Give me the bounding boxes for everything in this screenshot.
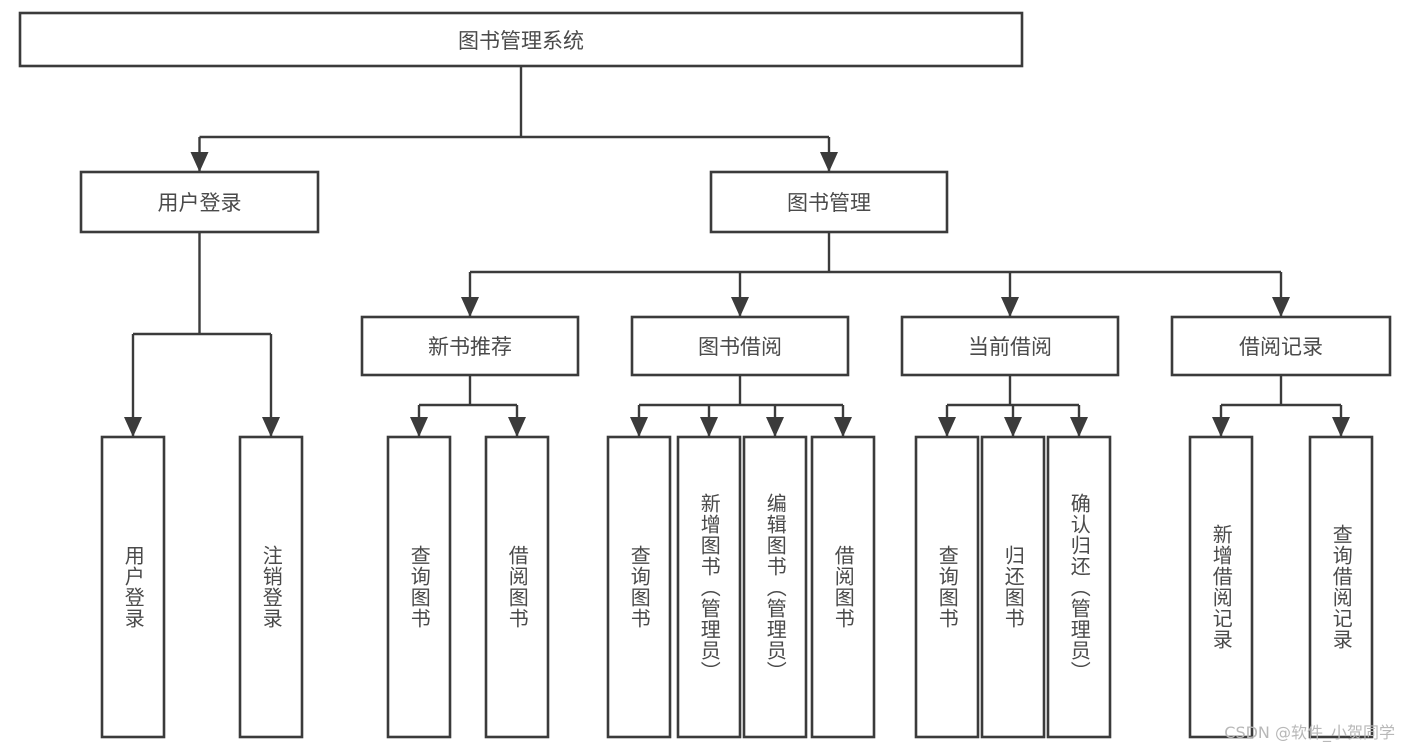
leaf-node-box-9[interactable] <box>980 435 1046 739</box>
level2-node-box-1[interactable] <box>630 315 850 377</box>
user-login-children-arrow-1 <box>262 417 280 437</box>
leaf-node-box-6[interactable] <box>742 435 808 739</box>
book-mgmt-to-level2-arrow-1 <box>731 297 749 317</box>
leaf-node-box-7[interactable] <box>810 435 876 739</box>
leaf-node-box-0[interactable] <box>100 435 166 739</box>
root-to-level1-arrow-0 <box>190 152 209 172</box>
box-layer <box>18 11 1392 739</box>
leaf-node-box-12[interactable] <box>1308 435 1374 739</box>
user-login-children-arrow-0 <box>124 417 142 437</box>
leaf-node-box-8[interactable] <box>914 435 980 739</box>
group-0-children-arrow-0 <box>410 417 428 437</box>
leaf-node-box-11[interactable] <box>1188 435 1254 739</box>
group-2-children-arrow-2 <box>1070 417 1088 437</box>
book-mgmt-to-level2-arrow-0 <box>461 297 479 317</box>
root-to-level1-arrow-1 <box>820 152 838 172</box>
group-3-children-arrow-0 <box>1212 417 1230 437</box>
group-2-children-arrow-1 <box>1004 417 1022 437</box>
leaf-node-box-1[interactable] <box>238 435 304 739</box>
book-mgmt-to-level2-arrow-2 <box>1001 297 1019 317</box>
group-1-children-arrow-2 <box>766 417 784 437</box>
group-0-children-arrow-1 <box>508 417 526 437</box>
leaf-node-box-2[interactable] <box>386 435 452 739</box>
group-1-children-arrow-0 <box>630 417 648 437</box>
connector-layer <box>124 66 1350 437</box>
leaf-node-box-10[interactable] <box>1046 435 1112 739</box>
level2-node-box-2[interactable] <box>900 315 1120 377</box>
leaf-node-box-3[interactable] <box>484 435 550 739</box>
group-3-children-arrow-1 <box>1332 417 1350 437</box>
level2-node-box-0[interactable] <box>360 315 580 377</box>
book-mgmt-to-level2-arrow-3 <box>1272 297 1290 317</box>
leaf-node-box-4[interactable] <box>606 435 672 739</box>
group-1-children-arrow-1 <box>700 417 718 437</box>
level2-node-box-3[interactable] <box>1170 315 1392 377</box>
root-node-box[interactable] <box>18 11 1024 68</box>
level1-node-box-1[interactable] <box>709 170 949 234</box>
level1-node-box-0[interactable] <box>79 170 320 234</box>
leaf-node-box-5[interactable] <box>676 435 742 739</box>
group-1-children-arrow-3 <box>834 417 852 437</box>
group-2-children-arrow-0 <box>938 417 956 437</box>
